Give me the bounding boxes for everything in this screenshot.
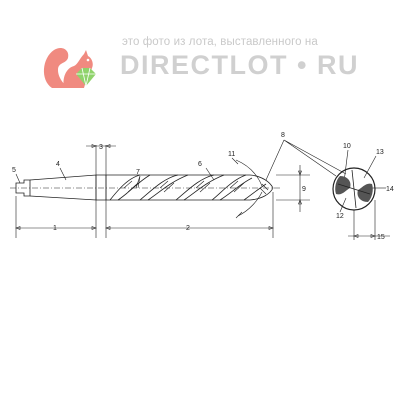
callout-9: 9 — [302, 186, 306, 193]
squirrel-with-gem-icon — [43, 47, 96, 88]
callout-11: 11 — [228, 151, 235, 158]
watermark-caption: это фото из лота, выставленного на — [122, 36, 318, 48]
drill-end-view — [332, 167, 390, 240]
drill-side-view — [10, 174, 280, 201]
callout-8: 8 — [281, 132, 285, 139]
callout-2: 2 — [186, 225, 190, 232]
callout-7: 7 — [136, 169, 140, 176]
callout-13: 13 — [376, 149, 384, 156]
leader-lines — [15, 139, 386, 213]
watermark: это фото из лота, выставленного на DIREC… — [0, 0, 400, 110]
watermark-brand: DIRECTLOT • RU — [120, 50, 359, 80]
callout-1: 1 — [53, 225, 57, 232]
callout-3: 3 — [99, 144, 103, 151]
callout-labels: 5 4 3 1 2 7 6 11 8 9 10 13 14 12 15 — [12, 132, 394, 241]
callout-4: 4 — [56, 161, 60, 168]
dimension-lines — [15, 144, 310, 238]
callout-10: 10 — [343, 143, 351, 150]
callout-15: 15 — [377, 234, 385, 241]
callout-6: 6 — [198, 161, 202, 168]
callout-5: 5 — [12, 167, 16, 174]
callout-12: 12 — [336, 213, 344, 220]
callout-14: 14 — [386, 186, 394, 193]
